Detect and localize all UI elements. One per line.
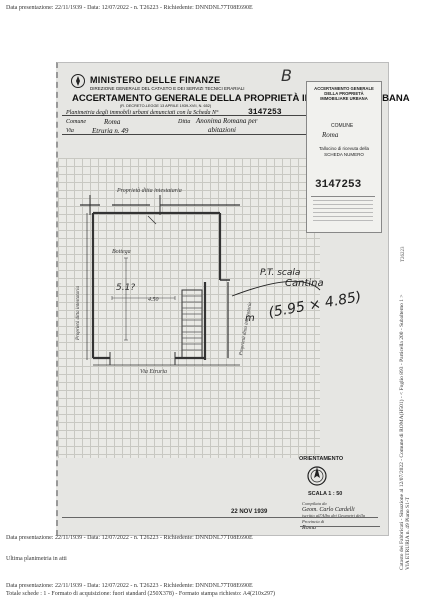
stamp-receipt-caption: Tallocino di ricevuta della SCHEDA NUMER… [318, 146, 370, 157]
last-plan-note: Ultima planimetria in atti [6, 556, 67, 562]
province-value: Roma [302, 525, 316, 531]
street-label: Via Etruria [140, 369, 168, 375]
via-label: Via [66, 128, 74, 134]
width-dimension: 4.50 [148, 297, 159, 303]
header-divider [62, 115, 310, 116]
ditta-label: Ditta [178, 119, 191, 125]
stamp-comune-label: COMUNE [331, 123, 354, 129]
receipt-stamp [306, 81, 382, 233]
form-subtitle: (R. DECRETO-LEGGE 13 APRILE 1939-XVII, N… [120, 104, 212, 108]
sheet-bottom-rule [62, 517, 378, 518]
stair-treads [182, 295, 202, 351]
comune-label: Comune [66, 119, 86, 125]
scheda-number: 3147253 [248, 108, 282, 117]
albo-caption: iscritto all'Albo dei Geometri della Pro… [302, 513, 365, 524]
handwritten-arrow [231, 280, 321, 297]
presentation-meta-repeat: Data presentazione: 22/11/1939 - Data: 1… [6, 583, 253, 589]
handwritten-unit: m [245, 313, 255, 324]
presentation-meta: Data presentazione: 22/11/1939 - Data: 1… [6, 535, 253, 541]
stamp-office-title: ACCERTAMENTO GENERALE DELLA PROPRIETÀ IM… [314, 86, 374, 101]
ministry-title: MINISTERO DELLE FINANZE [90, 75, 221, 85]
stamp-notes-area [311, 196, 375, 227]
height-dimension: 5.1? [116, 283, 136, 293]
stamp-comune-value: Roma [322, 131, 339, 139]
compiler-block: Compilata da Geom. Carlo Cardelli iscrit… [302, 501, 380, 531]
handwritten-floor-label: P.T. scala [260, 268, 301, 278]
signature-line [300, 526, 380, 527]
form-title: ACCERTAMENTO GENERALE DELLA PROPRIETÀ IM… [72, 93, 410, 104]
stamp-scheda-number: 3147253 [315, 179, 362, 191]
cadastral-situation: Catasto dei Fabbricati - Situazione al 1… [399, 294, 411, 570]
proprieta-top-label: Proprietà ditta intestataria [117, 188, 182, 194]
protocol-id: T26223 [401, 246, 406, 262]
format-totals: Totale schede : 1 - Formato di acquisizi… [6, 591, 276, 597]
via-value: Etruria n. 49 [92, 127, 129, 135]
compiled-by-label: Compilata da [302, 501, 327, 506]
compiler-name: Geom. Carlo Cardelli [302, 507, 355, 513]
orientation-label: ORIENTAMENTO [299, 456, 344, 462]
scale-label: SCALA 1 : 50 [308, 491, 343, 497]
header-divider-bottom [62, 134, 310, 135]
staircase [181, 289, 203, 359]
header-meta: Data presentazione: 22/11/1939 - Data: 1… [6, 5, 253, 11]
ditta-value: Anonima Romana per [196, 117, 258, 125]
interior-marker [147, 215, 157, 225]
planimetria-caption: Planimetria degli immobili urbani denunc… [66, 110, 219, 116]
date-stamp: 22 NOV 1939 [231, 509, 268, 515]
corner-mark: B [281, 66, 292, 85]
north-arrow-icon [307, 466, 327, 486]
handwritten-cantina-label: Cantina [285, 278, 324, 289]
proprieta-left-label: Proprietà ditta intestataria [76, 286, 81, 340]
comune-value: Roma [104, 118, 121, 126]
ministry-subtitle: DIREZIONE GENERALE DEL CATASTO E DEI SER… [90, 86, 245, 91]
ditta-value-continued: abitazioni [208, 126, 237, 134]
room-label-bottega: Bottega [112, 249, 131, 255]
republic-emblem-icon [71, 74, 85, 88]
